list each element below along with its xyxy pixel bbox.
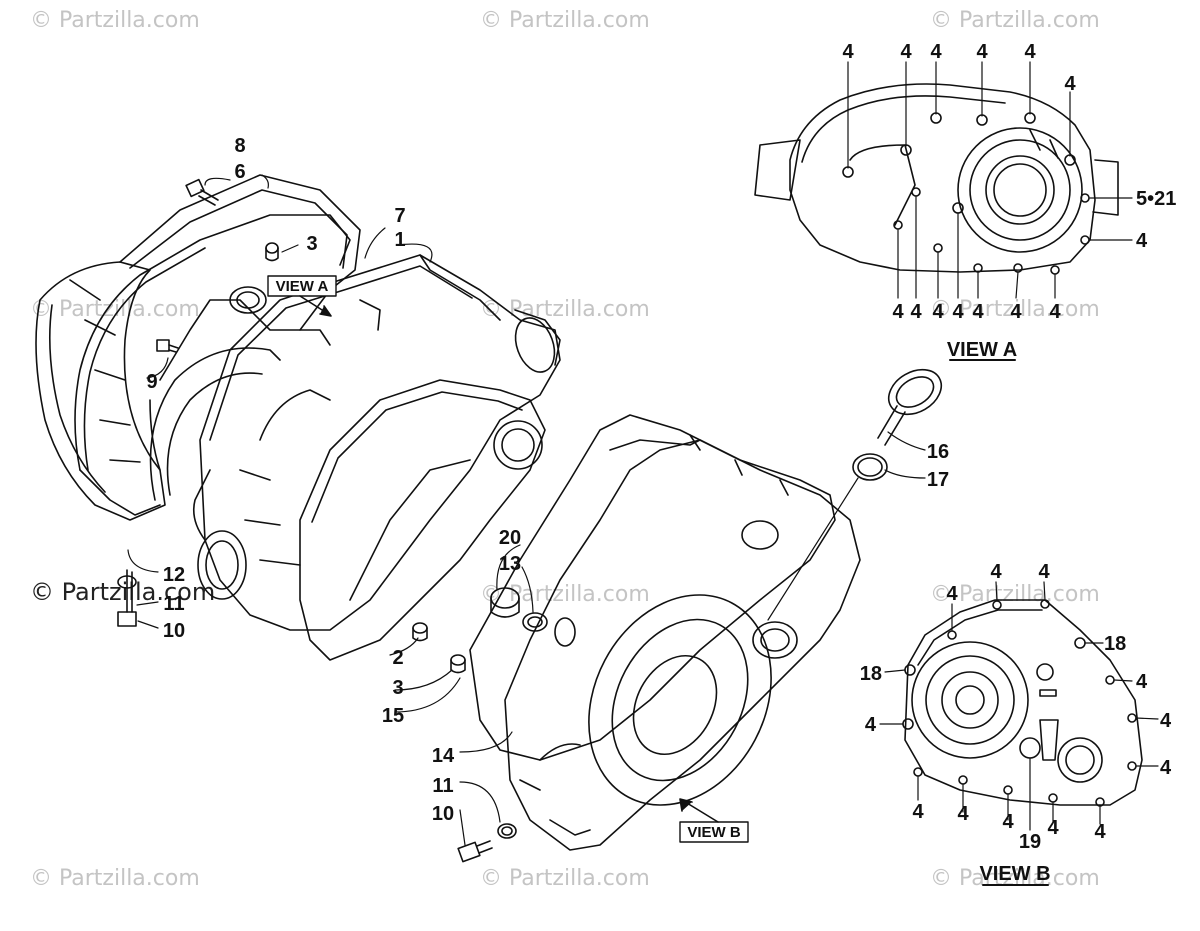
view-a-title: VIEW A (947, 339, 1017, 361)
view-b-callout-labels: 4 4 4 18 18 4 4 4 4 4 4 4 19 4 4 VIEW B (860, 561, 1172, 885)
dowel-pin-3 (412, 622, 428, 642)
view-b-callout-4: 4 (990, 561, 1002, 583)
view-a-callout-4: 4 (976, 41, 988, 63)
view-a-drawing (754, 83, 1119, 275)
outer-clutch-cover (35, 174, 361, 521)
callout-6: 6 (234, 161, 245, 183)
view-b-reference-label: VIEW B (687, 824, 741, 841)
watermark: © Partzilla.com (480, 297, 650, 322)
view-b-callout-18: 18 (1104, 633, 1126, 655)
clutch-cover-gasket (74, 214, 351, 516)
callout-16: 16 (927, 441, 949, 463)
plug-20 (490, 587, 520, 618)
dipstick-16 (877, 368, 943, 446)
callout-9: 9 (146, 371, 157, 393)
view-b-leader-lines (879, 581, 1159, 886)
view-a-callout-4: 4 (930, 41, 942, 63)
watermark: © Partzilla.com (30, 866, 200, 891)
view-b-callout-4: 4 (957, 803, 969, 825)
view-a-callout-4: 4 (842, 41, 854, 63)
view-b-callout-4: 4 (912, 801, 924, 823)
watermark: © Partzilla.com (930, 8, 1100, 33)
view-b-callout-4: 4 (1047, 817, 1059, 839)
watermark-corner-label: © Partzilla.com (30, 578, 216, 606)
watermark: © Partzilla.com (480, 866, 650, 891)
callout-10: 10 (432, 803, 454, 825)
view-a-callout-4: 4 (1064, 73, 1076, 95)
view-b-callout-4: 4 (1038, 561, 1050, 583)
callout-10: 10 (163, 620, 185, 642)
view-a-leader-lines (847, 61, 1133, 361)
view-a-callout-4: 4 (952, 301, 964, 323)
view-a-callout-4: 4 (972, 301, 984, 323)
magneto-cover (504, 434, 861, 851)
view-b-callout-4: 4 (865, 714, 877, 736)
view-a-callout-4: 4 (1024, 41, 1036, 63)
watermark: © Partzilla.com (30, 8, 200, 33)
callout-17: 17 (927, 469, 949, 491)
view-b-title: VIEW B (979, 863, 1050, 885)
callout-12: 12 (163, 564, 185, 586)
view-b-callout-19: 19 (1019, 831, 1041, 853)
callout-11: 11 (432, 775, 453, 797)
callout-8: 8 (234, 135, 245, 157)
watermark: © Partzilla.com (930, 866, 1100, 891)
view-a-callout-5-21: 5•21 (1136, 188, 1176, 210)
inner-cvt-housing (192, 254, 561, 631)
view-b-pointer (679, 798, 749, 843)
seal-ring (229, 286, 267, 314)
dowel-pin-15 (450, 654, 466, 674)
callout-2: 2 (392, 647, 403, 669)
view-a-callout-labels: 4 4 4 4 4 4 5•21 4 4 4 4 4 4 4 4 VIEW A (842, 41, 1176, 361)
view-a-pointer (267, 275, 337, 317)
view-b-callout-4: 4 (1094, 821, 1106, 843)
callout-15: 15 (382, 705, 404, 727)
dowel-pin-3 (265, 242, 279, 262)
view-b-callout-4: 4 (1160, 757, 1172, 779)
callout-3: 3 (306, 233, 317, 255)
watermark: © Partzilla.com (930, 582, 1100, 607)
callout-1: 1 (394, 229, 405, 251)
view-b-callout-18: 18 (860, 663, 882, 685)
view-a-callout-4: 4 (932, 301, 944, 323)
callout-20: 20 (499, 527, 521, 549)
watermark: © Partzilla.com (480, 8, 650, 33)
callout-14: 14 (432, 745, 455, 767)
view-b-drawing (902, 599, 1143, 807)
callout-13: 13 (499, 553, 521, 575)
watermark: © Partzilla.com (930, 297, 1100, 322)
callout-11: 11 (163, 593, 184, 615)
drain-bolt-10 (457, 840, 493, 863)
bolt-9 (156, 339, 179, 353)
drain-bolt-10-left (117, 569, 137, 627)
view-a-reference-label: VIEW A (276, 278, 329, 295)
view-a-callout-4: 4 (910, 301, 922, 323)
view-b-callout-4: 4 (1002, 811, 1014, 833)
crankcase-gasket (299, 379, 546, 661)
view-a-callout-4: 4 (892, 301, 904, 323)
view-b-callout-4: 4 (946, 583, 958, 605)
view-a-callout-4: 4 (1049, 301, 1061, 323)
o-ring-17 (852, 453, 888, 481)
view-a-callout-4: 4 (1010, 301, 1022, 323)
view-a-callout-4: 4 (1136, 230, 1148, 252)
watermark: © Partzilla.com (480, 582, 650, 607)
callout-3: 3 (392, 677, 403, 699)
view-b-callout-4: 4 (1136, 671, 1148, 693)
magneto-cover-gasket (469, 414, 836, 761)
main-callout-labels: 8 6 3 7 1 9 12 11 10 2 3 15 20 13 16 17 … (146, 135, 949, 841)
washer-11 (497, 823, 517, 839)
bolt-8 (185, 178, 219, 206)
view-b-callout-4: 4 (1160, 710, 1172, 732)
callout-7: 7 (394, 205, 405, 227)
leader-lines (127, 174, 926, 846)
watermark: © Partzilla.com (30, 297, 200, 322)
view-a-callout-4: 4 (900, 41, 912, 63)
